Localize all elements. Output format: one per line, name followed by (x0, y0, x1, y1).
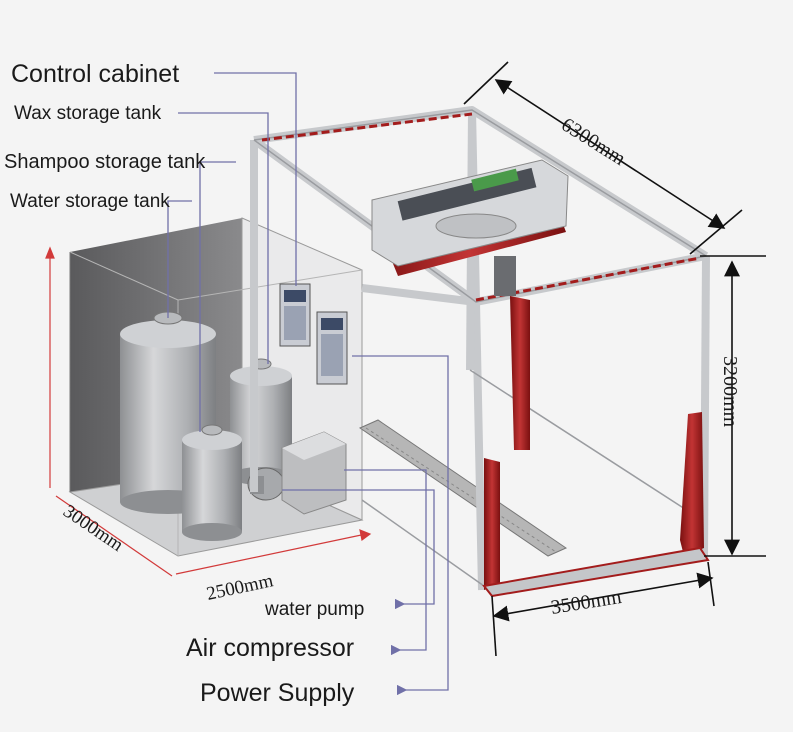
drain-grate (358, 419, 568, 557)
label-air-compressor: Air compressor (186, 634, 354, 662)
dim-width: 3500mm (549, 586, 623, 619)
label-power-supply: Power Supply (200, 679, 355, 707)
dim-length: 6300mm (557, 114, 629, 171)
label-shampoo-tank: Shampoo storage tank (4, 151, 206, 173)
air-compressor (281, 431, 347, 515)
room-dimension-lines (45, 246, 372, 577)
dim-height: 3200mm (719, 356, 741, 428)
label-water-tank: Water storage tank (10, 191, 170, 212)
component-labels: Control cabinet Wax storage tank Shampoo… (4, 60, 364, 707)
label-water-pump: water pump (264, 599, 364, 620)
nozzle-arm (494, 256, 530, 450)
label-control-cabinet: Control cabinet (11, 60, 179, 88)
wax-storage-tank (182, 424, 242, 541)
leader-lines (167, 72, 449, 696)
control-panels (279, 283, 348, 385)
dimension-lines (463, 61, 766, 657)
label-wax-tank: Wax storage tank (14, 103, 162, 124)
